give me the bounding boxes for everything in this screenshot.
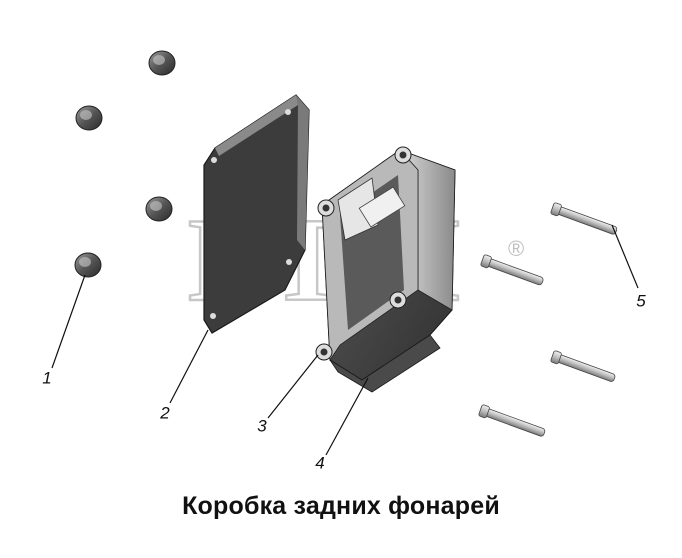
bolt bbox=[480, 254, 544, 286]
bolt bbox=[478, 404, 546, 437]
nut bbox=[74, 252, 102, 278]
bolt bbox=[550, 202, 618, 235]
leader-line-3 bbox=[267, 354, 319, 419]
leader-line-1 bbox=[51, 274, 86, 369]
leader-lines bbox=[51, 224, 639, 456]
nut-group bbox=[74, 50, 176, 278]
callout-4: 4 bbox=[315, 453, 325, 473]
watermark-registered-mark: ® bbox=[508, 236, 524, 261]
leader-line-5 bbox=[611, 224, 639, 289]
callout-1: 1 bbox=[42, 368, 52, 388]
nut bbox=[75, 105, 103, 131]
callout-3: 3 bbox=[257, 416, 267, 436]
cover-plate bbox=[203, 94, 310, 334]
diagram-caption: Коробка задних фонарей bbox=[182, 492, 500, 520]
leader-line-2 bbox=[169, 329, 209, 404]
bolt-group bbox=[478, 202, 618, 437]
nut bbox=[148, 50, 176, 76]
callout-5: 5 bbox=[636, 291, 646, 311]
callout-2: 2 bbox=[160, 403, 170, 423]
housing-box bbox=[315, 146, 456, 393]
nut bbox=[145, 196, 173, 222]
leader-line-4 bbox=[325, 377, 369, 456]
bolt bbox=[550, 350, 616, 382]
